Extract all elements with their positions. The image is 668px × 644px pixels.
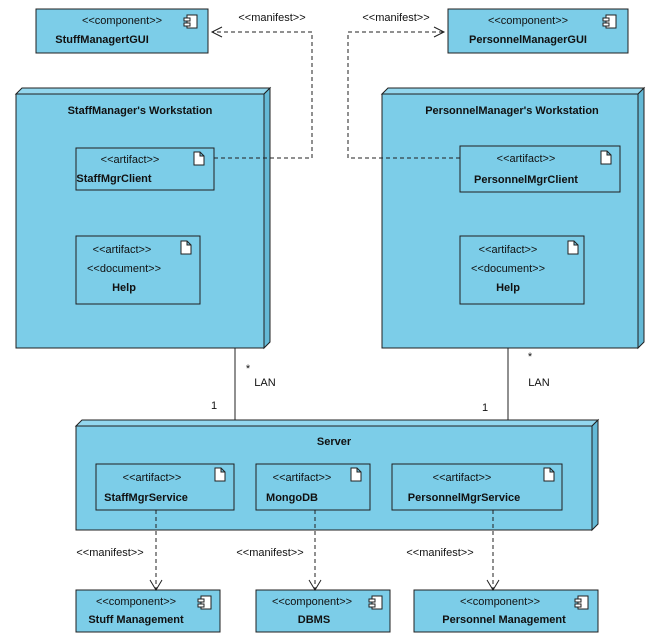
multiplicity-many: * — [528, 351, 533, 363]
artifact-staff-mgr-service[interactable]: <<artifact>> StaffMgrService — [95, 463, 235, 511]
open-arrowhead — [308, 579, 322, 591]
lan-label: LAN — [254, 377, 275, 389]
component-stereotype: <<component>> — [96, 596, 176, 608]
open-arrowhead — [149, 579, 163, 591]
component-personnel-management[interactable]: <<component>> Personnel Management — [413, 589, 599, 633]
artifact-personnel-help[interactable]: <<artifact>> <<document>> Help — [459, 235, 585, 305]
document-icon — [193, 151, 205, 166]
manifest-edge-dbms[interactable]: <<manifest>> — [236, 510, 322, 591]
manifest-edge-personnel-management[interactable]: <<manifest>> — [406, 510, 500, 591]
open-arrowhead — [486, 579, 500, 591]
component-stuff-manager-gui[interactable]: <<component>> StuffManagertGUI — [35, 8, 209, 54]
artifact-personnel-mgr-client[interactable]: <<artifact>> PersonnelMgrClient — [459, 145, 621, 193]
artifact-name: PersonnelMgrClient — [474, 174, 578, 186]
manifest-label: <<manifest>> — [406, 547, 473, 559]
component-icon — [574, 595, 589, 610]
node-personnel-workstation[interactable]: PersonnelManager's Workstation <<artifac… — [380, 86, 646, 350]
artifact-staff-help[interactable]: <<artifact>> <<document>> Help — [75, 235, 201, 305]
multiplicity-one: 1 — [211, 400, 217, 412]
artifact-stereotype: <<artifact>> — [101, 154, 160, 166]
document-icon — [567, 240, 579, 255]
component-icon — [183, 14, 198, 29]
artifact-stereotype: <<artifact>> — [479, 244, 538, 256]
multiplicity-many: * — [246, 363, 251, 375]
component-personnel-manager-gui[interactable]: <<component>> PersonnelManagerGUI — [447, 8, 629, 54]
manifest-label: <<manifest>> — [236, 547, 303, 559]
node-title: PersonnelManager's Workstation — [425, 105, 599, 117]
multiplicity-one: 1 — [482, 402, 488, 414]
artifact-name: PersonnelMgrService — [408, 492, 521, 504]
open-arrowhead — [433, 26, 446, 38]
manifest-edge-personnel-client[interactable]: <<manifest>> — [347, 12, 460, 159]
lan-edge-personnel[interactable]: * LAN 1 — [482, 348, 550, 420]
manifest-label: <<manifest>> — [238, 12, 305, 24]
document-icon — [214, 467, 226, 482]
artifact-stereotype: <<artifact>> — [433, 472, 492, 484]
open-arrowhead — [210, 26, 223, 38]
manifest-label: <<manifest>> — [362, 12, 429, 24]
component-name: StuffManagertGUI — [55, 34, 149, 46]
manifest-edge-stuff-management[interactable]: <<manifest>> — [76, 510, 163, 591]
component-icon — [197, 595, 212, 610]
artifact-stereotype: <<artifact>> — [273, 472, 332, 484]
component-stuff-management[interactable]: <<component>> Stuff Management — [75, 589, 221, 633]
artifact-name: Help — [112, 282, 136, 294]
lan-edge-staff[interactable]: * LAN 1 — [211, 348, 276, 420]
lan-label: LAN — [528, 377, 549, 389]
document-icon — [543, 467, 555, 482]
manifest-edge-staff-client[interactable]: <<manifest>> — [210, 12, 313, 159]
document-stereotype: <<document>> — [87, 263, 161, 275]
artifact-name: MongoDB — [266, 492, 318, 504]
component-stereotype: <<component>> — [272, 596, 352, 608]
node-title: Server — [317, 436, 352, 448]
artifact-stereotype: <<artifact>> — [123, 472, 182, 484]
artifact-name: Help — [496, 282, 520, 294]
component-dbms[interactable]: <<component>> DBMS — [255, 589, 391, 633]
document-stereotype: <<document>> — [471, 263, 545, 275]
node-server[interactable]: Server <<artifact>> StaffMgrService <<ar… — [74, 418, 600, 532]
component-icon — [602, 14, 617, 29]
component-stereotype: <<component>> — [82, 15, 162, 27]
artifact-staff-mgr-client[interactable]: <<artifact>> StaffMgrClient — [75, 147, 215, 191]
artifact-mongodb[interactable]: <<artifact>> MongoDB — [255, 463, 371, 511]
component-name: PersonnelManagerGUI — [469, 34, 587, 46]
artifact-stereotype: <<artifact>> — [93, 244, 152, 256]
node-title: StaffManager's Workstation — [68, 105, 213, 117]
component-stereotype: <<component>> — [460, 596, 540, 608]
artifact-name: StaffMgrClient — [76, 173, 152, 185]
component-name: Stuff Management — [88, 614, 184, 626]
component-name: Personnel Management — [442, 614, 566, 626]
artifact-personnel-mgr-service[interactable]: <<artifact>> PersonnelMgrService — [391, 463, 563, 511]
component-icon — [368, 595, 383, 610]
component-name: DBMS — [298, 614, 330, 626]
document-icon — [350, 467, 362, 482]
artifact-name: StaffMgrService — [104, 492, 188, 504]
node-staff-workstation[interactable]: StaffManager's Workstation <<artifact>> … — [14, 86, 272, 350]
component-stereotype: <<component>> — [488, 15, 568, 27]
manifest-label: <<manifest>> — [76, 547, 143, 559]
document-icon — [600, 150, 612, 165]
document-icon — [180, 240, 192, 255]
artifact-stereotype: <<artifact>> — [497, 153, 556, 165]
